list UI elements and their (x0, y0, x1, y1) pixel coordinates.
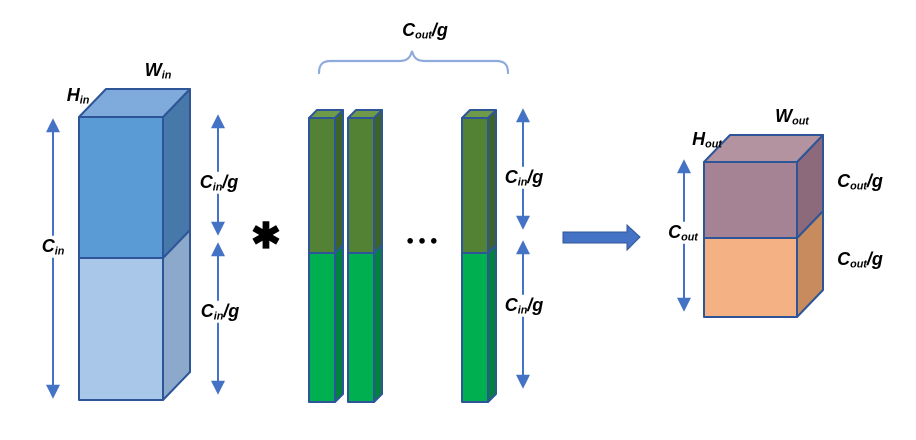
input-channels-label: Cin (38, 235, 68, 259)
output-group-bottom-label: Cout/g (837, 248, 883, 271)
kernel2-top-side-face (373, 109, 383, 254)
output-channels-label: Cout (665, 221, 701, 245)
input-width-label: Win (144, 59, 172, 82)
output-top-front-face (703, 161, 798, 239)
ellipsis-icon: ●●● (406, 232, 442, 248)
kerneln-bottom-front-face (461, 252, 489, 403)
kernel1-top-front-face (308, 117, 336, 254)
input-height-label: Hin (66, 84, 90, 107)
kernel1-top-side-face (334, 109, 344, 254)
output-width-label: Wout (775, 105, 809, 128)
output-bottom-front-face (703, 237, 798, 318)
kernel2-top-front-face (347, 117, 375, 254)
input-tensor (78, 88, 191, 401)
kerneln-bottom-side-face (487, 244, 497, 403)
kernel-bar-2 (347, 109, 383, 403)
input-group-top-label: Cin/g (196, 171, 242, 195)
output-tensor (703, 134, 824, 318)
kernel-bar-n (461, 109, 497, 403)
kernel-brace-label: Cout/g (402, 19, 448, 42)
kernel-group-bottom-label: Cin/g (501, 294, 547, 318)
maps-to-arrow (562, 223, 641, 252)
group-count-brace (317, 50, 510, 75)
output-group-top-label: Cout/g (837, 170, 883, 193)
kernel2-bottom-side-face (373, 244, 383, 403)
kernel1-bottom-side-face (334, 244, 344, 403)
kerneln-top-side-face (487, 109, 497, 254)
input-bottom-front-face (78, 257, 164, 401)
kernel2-bottom-front-face (347, 252, 375, 403)
input-group-bottom-label: Cin/g (197, 300, 243, 324)
convolution-operator-icon: ✱ (250, 215, 282, 256)
input-bottom-side-face (162, 229, 191, 401)
kernel1-bottom-front-face (308, 252, 336, 403)
output-height-label: Hout (692, 128, 722, 151)
input-top-side-face (162, 88, 191, 259)
input-top-front-face (78, 116, 164, 259)
kernel-bars (308, 109, 497, 403)
kernel-group-top-label: Cin/g (501, 166, 547, 190)
kernel-bar-1 (308, 109, 344, 403)
kerneln-top-front-face (461, 117, 489, 254)
